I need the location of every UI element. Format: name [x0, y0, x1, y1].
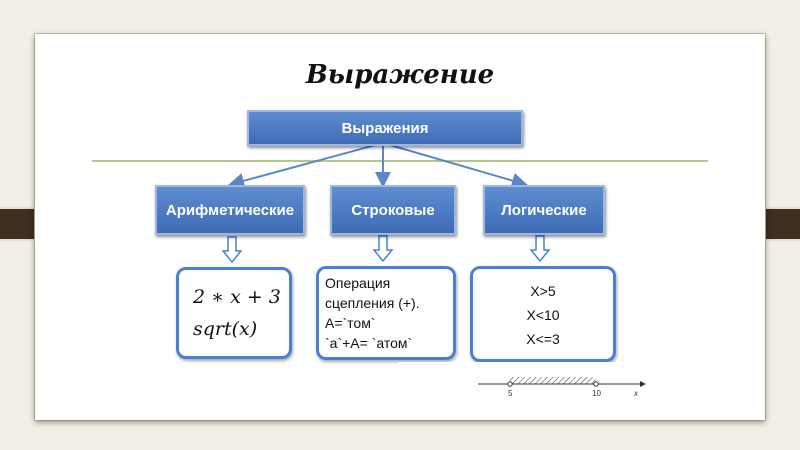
down-arrow-log [529, 235, 551, 263]
root-label: Выражения [341, 119, 429, 137]
string-examples-panel: Операция сцепления (+). А=`том` `а`+А= `… [316, 266, 456, 360]
formula-linear: 2 ∗ x + 3 [193, 286, 281, 308]
slide-title: Выражение [305, 60, 495, 90]
tick-label-5: 5 [508, 389, 513, 398]
string-box: Строковые [330, 185, 456, 235]
logical-label: Логические [501, 201, 587, 219]
number-line-arrowhead [640, 381, 646, 387]
formula-sqrt: sqrt(x) [193, 318, 258, 340]
down-arrow-arith [221, 236, 243, 264]
arrow-root-to-log [382, 142, 528, 189]
string-label: Строковые [351, 201, 435, 219]
number-line-panel: 5 10 x [398, 362, 708, 402]
logic-line-1: X>5 [530, 283, 556, 299]
title-divider [92, 160, 708, 162]
root-expressions-box: Выражения [247, 110, 523, 146]
string-line-4: `а`+А= `атом` [325, 335, 413, 351]
arrow-root-to-arith [228, 142, 384, 189]
down-arrow-str [372, 235, 394, 263]
number-line [478, 377, 646, 387]
tick-label-10: 10 [592, 389, 601, 398]
string-line-2: сцепления (+). [325, 295, 420, 311]
logic-line-3: X<=3 [526, 331, 560, 347]
arithmetic-label: Арифметические [165, 201, 295, 219]
logic-line-2: X<10 [526, 307, 560, 323]
logical-examples-panel: X>5 X<10 X<=3 [470, 266, 616, 362]
interval-start-point [507, 381, 513, 387]
axis-label-x: x [634, 389, 638, 398]
interval-hatch [510, 377, 596, 384]
arithmetic-box: Арифметические [155, 185, 305, 235]
string-line-1: Операция [325, 275, 391, 291]
arithmetic-examples-panel: 2 ∗ x + 3 sqrt(x) [176, 267, 292, 359]
logical-box: Логические [483, 185, 605, 235]
string-line-3: А=`том` [325, 315, 376, 331]
interval-end-point [593, 381, 599, 387]
